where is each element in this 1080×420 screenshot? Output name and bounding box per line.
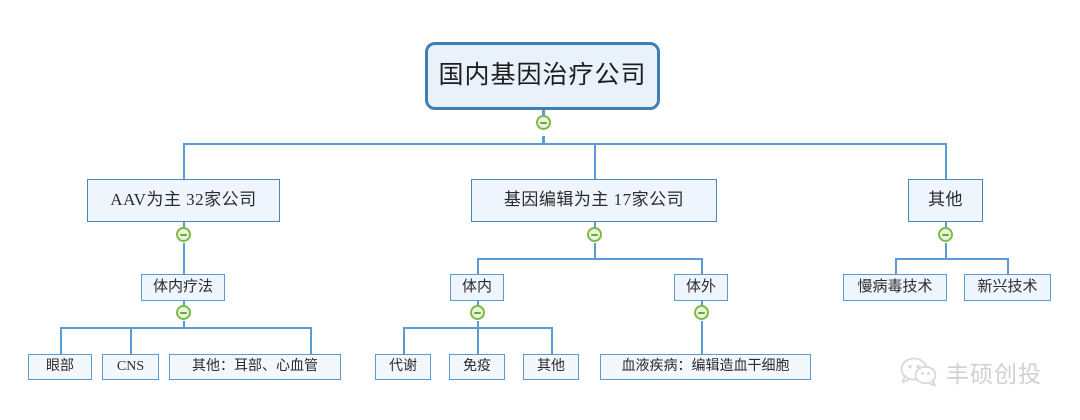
connector-aav-stem-lower: [183, 243, 185, 274]
connector-drop-eye: [60, 327, 62, 354]
node-root[interactable]: 国内基因治疗公司: [425, 42, 660, 110]
toggle-other[interactable]: [938, 227, 953, 242]
connector-drop-aav-other: [310, 327, 312, 354]
connector-invivotherapy-stem-lower: [183, 321, 185, 329]
connector-drop-invivo-other: [551, 327, 553, 354]
toggle-gene-editing[interactable]: [587, 227, 602, 242]
connector-exvivo-stem: [701, 301, 703, 306]
connector-exvivo-stem-lower: [701, 321, 703, 354]
node-immune[interactable]: 免疫: [449, 354, 505, 380]
node-lentivirus[interactable]: 慢病毒技术: [843, 274, 947, 301]
connector-other-stem: [945, 222, 947, 228]
connector-root-stem-lower: [542, 136, 545, 145]
watermark: 丰硕创投: [900, 355, 1042, 389]
connector-drop-lentivirus: [895, 258, 897, 274]
node-blood-disease[interactable]: 血液疾病：编辑造血干细胞: [600, 354, 811, 380]
toggle-in-vivo-therapy[interactable]: [176, 305, 191, 320]
toggle-aav[interactable]: [176, 227, 191, 242]
connector-geneediting-stem: [594, 222, 596, 228]
node-ex-vivo[interactable]: 体外: [674, 274, 728, 301]
node-invivo-other[interactable]: 其他: [523, 354, 579, 380]
connector-trunk-geneediting: [477, 258, 702, 260]
connector-geneediting-stem-lower: [594, 243, 596, 259]
node-cns[interactable]: CNS: [102, 354, 159, 380]
connector-drop-gene-editing: [594, 143, 596, 179]
node-in-vivo-therapy[interactable]: 体内疗法: [141, 274, 225, 301]
toggle-in-vivo[interactable]: [470, 305, 485, 320]
connector-invivotherapy-stem: [183, 301, 185, 306]
node-gene-editing[interactable]: 基因编辑为主 17家公司: [471, 179, 717, 222]
connector-drop-exvivo: [701, 258, 703, 274]
connector-invivo-stem: [477, 301, 479, 306]
connector-drop-other: [945, 143, 947, 179]
node-aav[interactable]: AAV为主 32家公司: [87, 179, 280, 222]
node-in-vivo[interactable]: 体内: [450, 274, 504, 301]
connector-other-stem-lower: [945, 243, 947, 259]
toggle-root[interactable]: [536, 115, 551, 130]
node-other[interactable]: 其他: [908, 179, 983, 222]
watermark-label: 丰硕创投: [946, 362, 1042, 388]
connector-drop-metabolic: [403, 327, 405, 354]
connector-trunk-level2: [183, 143, 946, 145]
connector-drop-invivo: [477, 258, 479, 274]
connector-drop-aav: [183, 143, 185, 179]
connector-drop-immune: [477, 327, 479, 354]
connector-drop-emerging: [1007, 258, 1009, 274]
node-eye[interactable]: 眼部: [28, 354, 92, 380]
connector-aav-stem: [183, 222, 185, 228]
connector-trunk-aav-leaves: [60, 327, 310, 329]
wechat-icon: [900, 357, 938, 387]
toggle-ex-vivo[interactable]: [694, 305, 709, 320]
node-metabolic[interactable]: 代谢: [375, 354, 431, 380]
connector-trunk-other: [895, 258, 1007, 260]
connector-drop-cns: [130, 327, 132, 354]
connector-invivo-stem-lower: [477, 321, 479, 329]
node-emerging[interactable]: 新兴技术: [964, 274, 1051, 301]
node-aav-other[interactable]: 其他：耳部、心血管: [169, 354, 341, 380]
